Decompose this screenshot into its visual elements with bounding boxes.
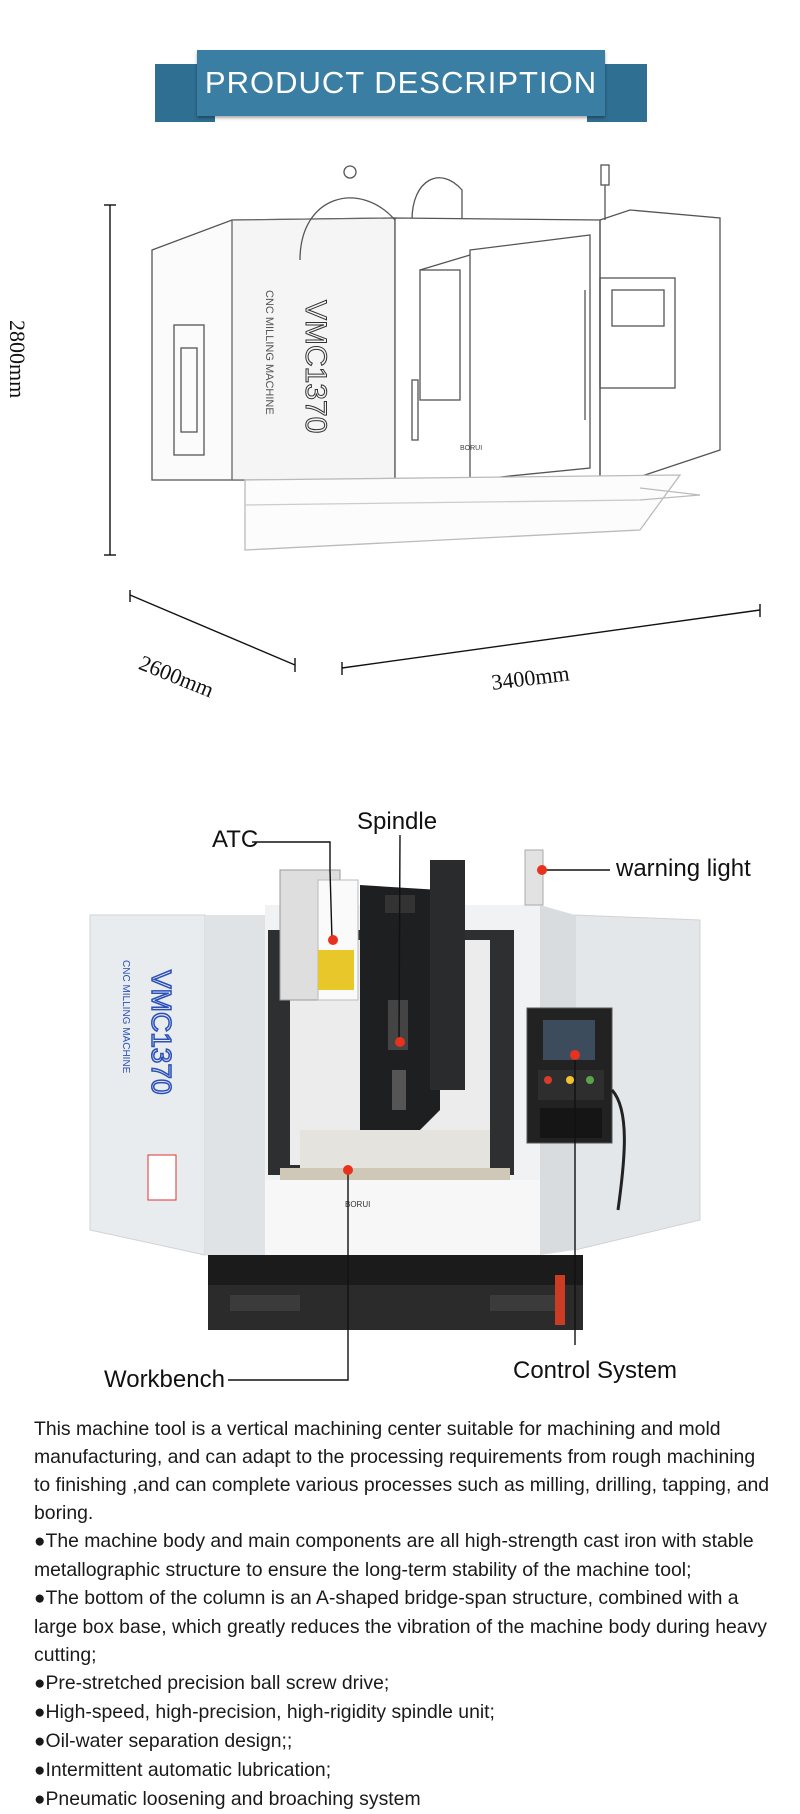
svg-text:CNC MILLING MACHINE: CNC MILLING MACHINE [263, 290, 275, 415]
svg-text:BORUI: BORUI [460, 445, 482, 452]
description-bullet: ●The bottom of the column is an A-shaped… [34, 1587, 767, 1666]
description-bullet: ●Oil-water separation design;; [34, 1730, 293, 1752]
section-banner: PRODUCT DESCRIPTION [155, 50, 647, 122]
page-title: PRODUCT DESCRIPTION [204, 65, 598, 100]
svg-text:VMC1370: VMC1370 [299, 300, 332, 433]
dimension-drawing: BORUI VMC1370 CNC MILLING MACHINE [104, 164, 761, 675]
description-bullet: ●High-speed, high-precision, high-rigidi… [34, 1701, 495, 1723]
callout-spindle: Spindle [357, 808, 438, 835]
callout-workbench: Workbench [104, 1366, 225, 1393]
banner-main: PRODUCT DESCRIPTION [197, 50, 605, 116]
height-dimension: 2800mm [5, 320, 30, 399]
product-description: This machine tool is a vertical machinin… [34, 1415, 774, 1814]
callout-atc: ATC [212, 826, 259, 853]
drawing-model-label: VMC1370 [299, 300, 333, 434]
svg-text:VMC1370: VMC1370 [146, 970, 177, 1095]
description-bullet: ●Pre-stretched precision ball screw driv… [34, 1672, 390, 1694]
drawing-subtitle-label: CNC MILLING MACHINE [263, 290, 275, 415]
callout-control-system: Control System [513, 1357, 678, 1384]
description-bullet: ●Pneumatic loosening and broaching syste… [34, 1788, 421, 1810]
description-bullet: ●The machine body and main components ar… [34, 1530, 754, 1581]
description-bullet: ●Intermittent automatic lubrication; [34, 1759, 332, 1781]
description-intro: This machine tool is a vertical machinin… [34, 1418, 770, 1524]
callout-warning-light: warning light [616, 855, 751, 882]
svg-text:CNC MILLING MACHINE: CNC MILLING MACHINE [120, 960, 131, 1074]
svg-text:BORUI: BORUI [345, 1200, 370, 1209]
machine-photo: BORUI VMC1370 CNC MILLING MACHINE [89, 834, 701, 1381]
